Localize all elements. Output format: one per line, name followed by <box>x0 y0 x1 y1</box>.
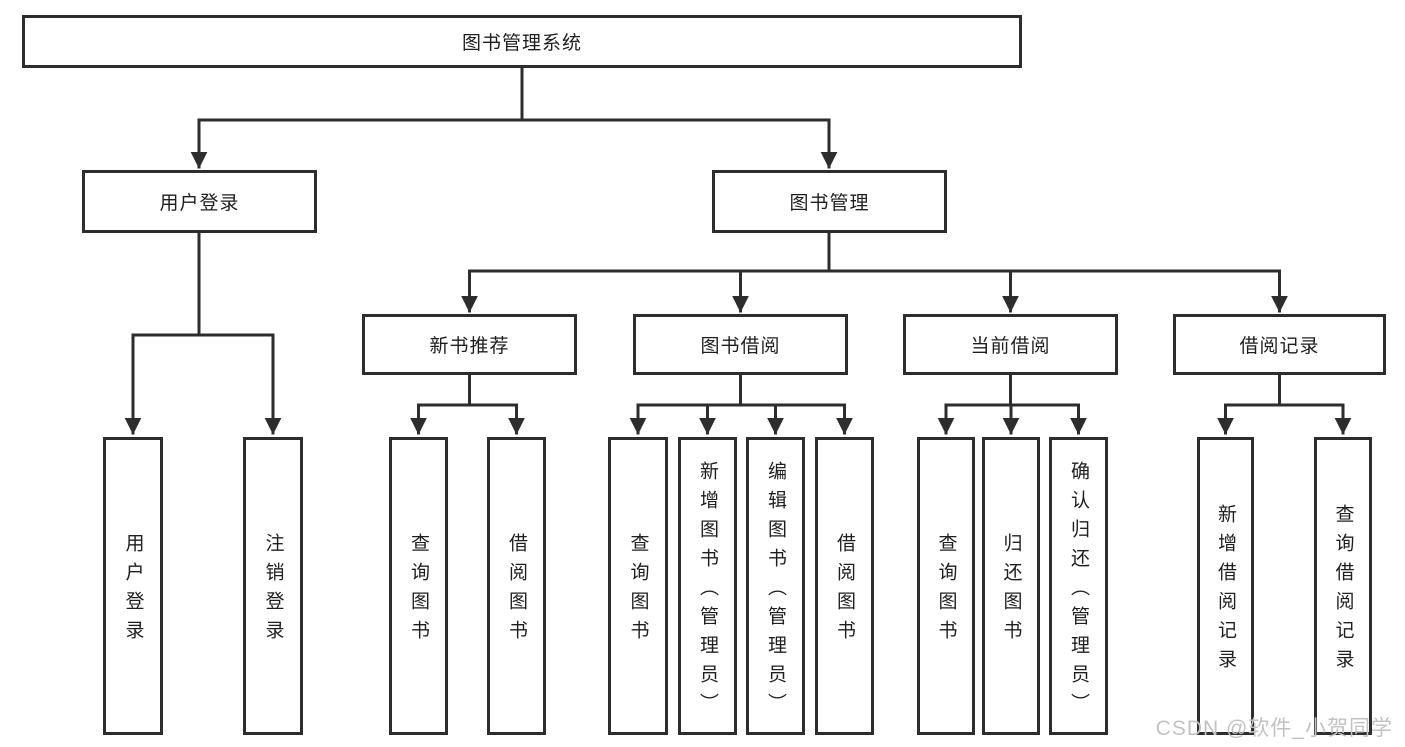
leaf-edit-books-admin: 编辑图书（管理员） <box>746 437 805 735</box>
node-borrow-records: 借阅记录 <box>1173 314 1386 375</box>
node-library-management-system: 图书管理系统 <box>22 15 1022 68</box>
csdn-watermark: CSDN @软件_小贺同学 <box>1155 717 1393 740</box>
node-new-book-recommend: 新书推荐 <box>362 314 577 375</box>
node-book-borrow: 图书借阅 <box>633 314 848 375</box>
node-current-borrow: 当前借阅 <box>903 314 1118 375</box>
node-user-login: 用户登录 <box>82 170 317 233</box>
leaf-return-books: 归还图书 <box>982 437 1040 735</box>
leaf-add-borrow-record: 新增借阅记录 <box>1197 437 1254 735</box>
leaf-query-books-borrow: 查询图书 <box>608 437 668 735</box>
leaf-query-books-recommend: 查询图书 <box>389 437 448 735</box>
leaf-add-books-admin: 新增图书（管理员） <box>678 437 737 735</box>
leaf-user-login: 用户登录 <box>103 437 163 735</box>
leaf-query-books-current: 查询图书 <box>917 437 975 735</box>
leaf-borrow-books-recommend: 借阅图书 <box>487 437 546 735</box>
leaf-query-borrow-record: 查询借阅记录 <box>1314 437 1372 735</box>
node-book-management: 图书管理 <box>712 170 947 233</box>
leaf-logout: 注销登录 <box>243 437 303 735</box>
leaf-confirm-return-admin: 确认归还（管理员） <box>1049 437 1108 735</box>
leaf-borrow-books: 借阅图书 <box>815 437 874 735</box>
